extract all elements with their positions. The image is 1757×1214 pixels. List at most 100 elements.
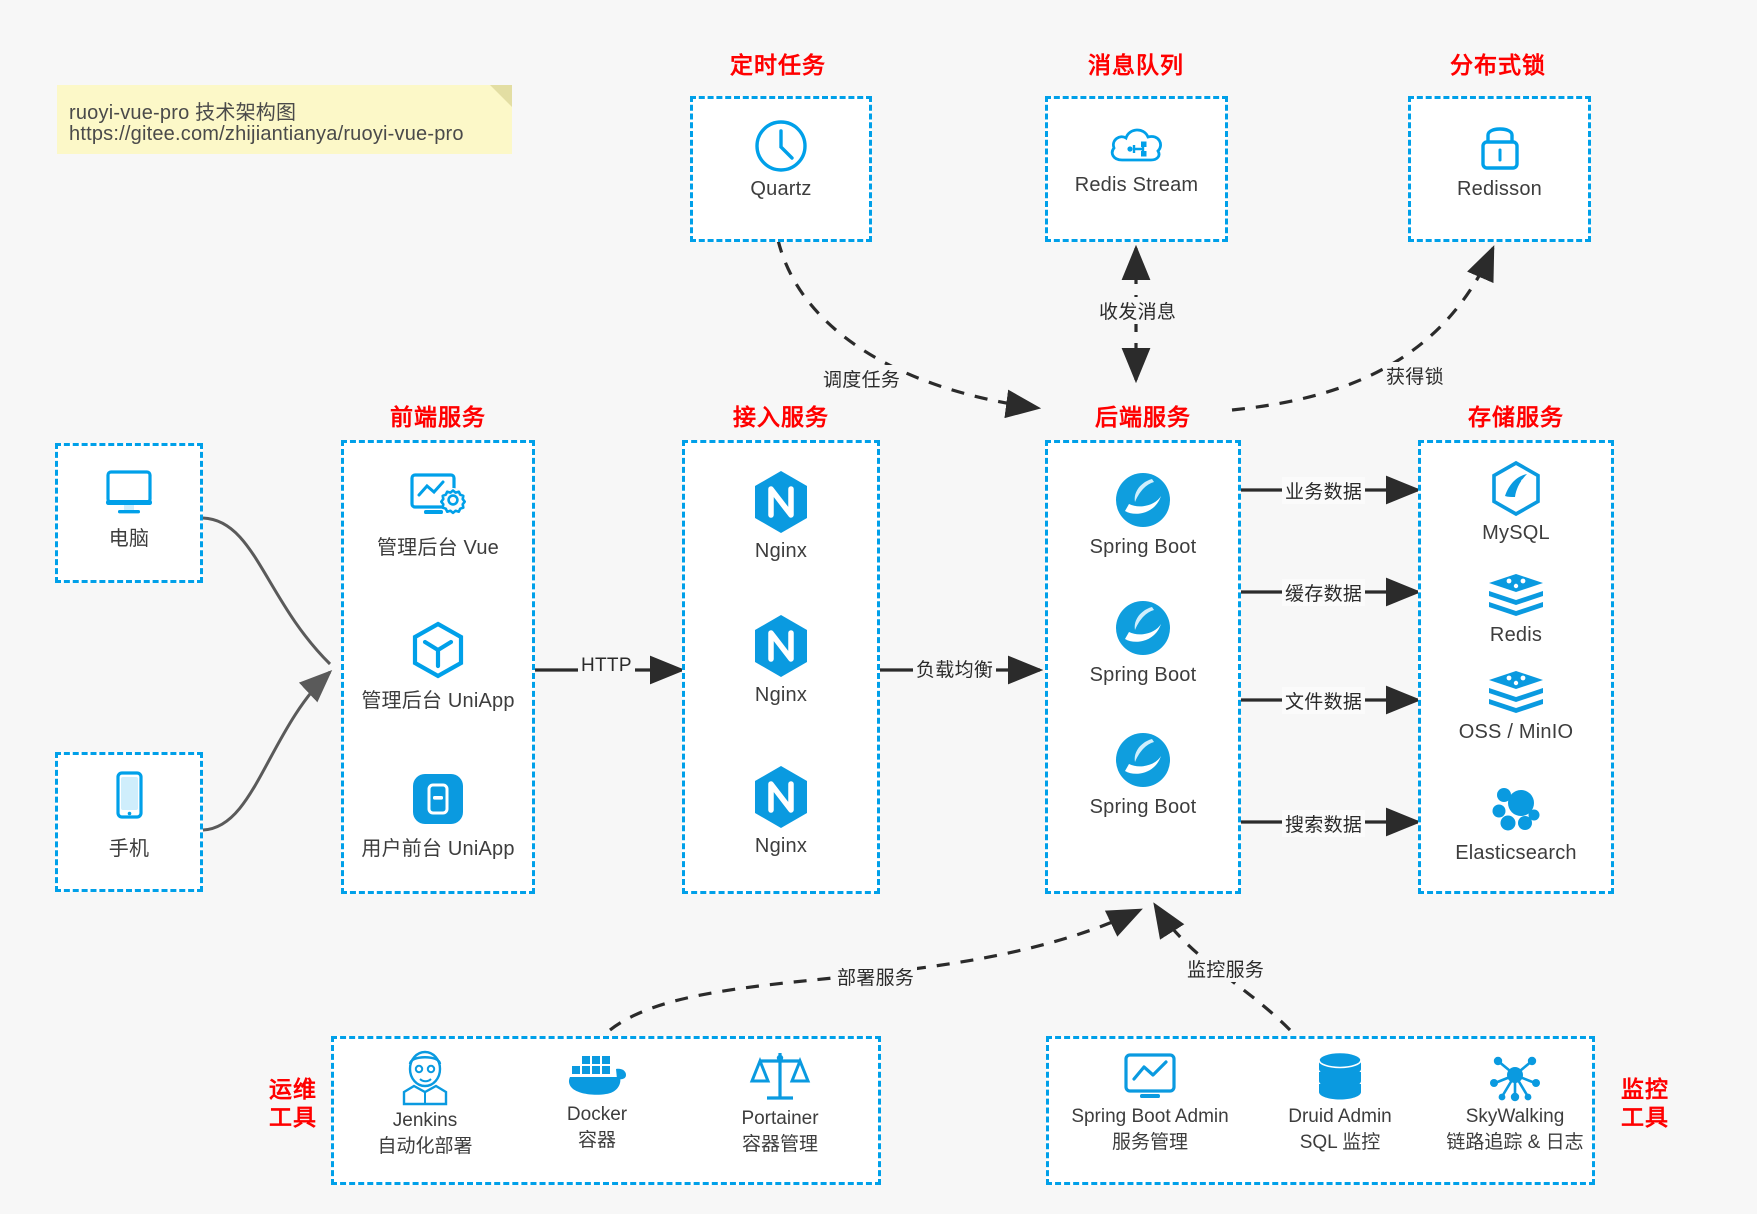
group-box-client-mobile (55, 752, 203, 892)
node-spring-boot-3[interactable]: Spring Boot (1045, 728, 1241, 819)
group-title-monitoring-line1: 监控 (1621, 1076, 1669, 1102)
node-label: Quartz (750, 178, 812, 200)
note-callout: ruoyi-vue-pro 技术架构图 https://gitee.com/zh… (57, 85, 512, 154)
edge-label-monitor-service: 监控服务 (1184, 955, 1268, 982)
node-redisson[interactable]: Redisson (1408, 118, 1591, 201)
node-redis-stream[interactable]: Redis Stream (1045, 120, 1228, 197)
node-docker[interactable]: Docker 容器 (512, 1050, 682, 1153)
node-spring-boot-2[interactable]: Spring Boot (1045, 596, 1241, 687)
group-title-devops-line2: 工具 (269, 1104, 317, 1131)
monitor-chart-icon (1124, 1053, 1176, 1098)
edge-label-business-data: 业务数据 (1282, 477, 1366, 504)
skywalking-icon (1490, 1056, 1540, 1102)
node-druid-admin[interactable]: Druid Admin SQL 监控 (1255, 1050, 1425, 1155)
node-spring-boot-1[interactable]: Spring Boot (1045, 468, 1241, 559)
node-label: Redis Stream (1074, 174, 1199, 196)
node-label: SkyWalking (1465, 1106, 1565, 1127)
node-admin-uniapp[interactable]: 管理后台 UniApp (341, 620, 535, 713)
node-oss-minio[interactable]: OSS / MinIO (1418, 667, 1614, 744)
spring-boot-icon (1116, 601, 1170, 655)
group-title-distributed-lock: 分布式锁 (1450, 52, 1546, 78)
edge-label-search-data: 搜索数据 (1282, 810, 1366, 837)
node-spring-boot-admin[interactable]: Spring Boot Admin 服务管理 (1055, 1050, 1245, 1155)
group-title-message-queue: 消息队列 (1088, 52, 1184, 78)
desktop-icon (106, 470, 152, 514)
edge-label-load-balance: 负载均衡 (913, 655, 997, 682)
edge-label-send-receive-message: 收发消息 (1096, 297, 1180, 324)
node-sublabel: 容器管理 (741, 1133, 818, 1155)
note-fold-corner (490, 85, 512, 107)
mysql-icon (1492, 460, 1540, 517)
group-title-gateway: 接入服务 (733, 404, 829, 430)
node-label: Spring Boot (1089, 796, 1197, 818)
node-label: 手机 (108, 838, 150, 860)
portainer-icon (749, 1053, 811, 1100)
group-title-monitoring: 监控 工具 (1610, 1075, 1680, 1131)
note-line-1: ruoyi-vue-pro 技术架构图 (69, 102, 297, 124)
node-label: Nginx (754, 540, 808, 562)
node-label: 管理后台 Vue (376, 537, 499, 559)
node-desktop[interactable]: 电脑 (55, 466, 203, 551)
node-nginx-2[interactable]: Nginx (682, 612, 880, 707)
node-label: Portainer (741, 1108, 819, 1129)
group-title-devops-line1: 运维 (269, 1076, 317, 1102)
node-sublabel: SQL 监控 (1299, 1131, 1381, 1153)
docker-icon (568, 1056, 626, 1095)
node-sublabel: 容器 (577, 1129, 616, 1151)
app-window-icon (413, 774, 463, 824)
database-icon (1318, 1051, 1362, 1100)
node-label: 电脑 (108, 528, 150, 550)
node-sublabel: 服务管理 (1111, 1131, 1188, 1153)
node-redis[interactable]: Redis (1418, 570, 1614, 647)
node-admin-vue[interactable]: 管理后台 Vue (341, 469, 535, 560)
node-mobile[interactable]: 手机 (55, 770, 203, 861)
node-user-uniapp[interactable]: 用户前台 UniApp (341, 770, 535, 861)
edge-label-file-data: 文件数据 (1282, 687, 1366, 714)
group-title-storage: 存储服务 (1468, 404, 1564, 430)
elasticsearch-icon (1492, 788, 1540, 831)
node-label: Spring Boot Admin (1071, 1106, 1229, 1127)
group-title-scheduled-task: 定时任务 (730, 52, 826, 78)
node-skywalking[interactable]: SkyWalking 链路追踪 & 日志 (1420, 1050, 1610, 1155)
node-label: Nginx (754, 835, 808, 857)
node-nginx-3[interactable]: Nginx (682, 763, 880, 858)
node-label: Jenkins (392, 1110, 458, 1131)
node-label: Docker (566, 1104, 628, 1125)
spring-boot-icon (1116, 733, 1170, 787)
redis-icon (1489, 574, 1543, 616)
node-jenkins[interactable]: Jenkins 自动化部署 (340, 1050, 510, 1159)
node-sublabel: 自动化部署 (377, 1135, 473, 1157)
node-label: 管理后台 UniApp (361, 690, 515, 712)
edge-label-acquire-lock: 获得锁 (1383, 362, 1447, 389)
node-sublabel: 链路追踪 & 日志 (1446, 1131, 1584, 1153)
node-label: Druid Admin (1288, 1106, 1392, 1127)
group-box-message-queue (1045, 96, 1228, 242)
nginx-icon (755, 766, 807, 828)
node-label: Redisson (1457, 178, 1542, 200)
node-label: MySQL (1482, 522, 1550, 544)
group-title-frontend: 前端服务 (390, 404, 486, 430)
dashboard-gear-icon (410, 473, 466, 515)
node-mysql[interactable]: MySQL (1418, 460, 1614, 545)
nginx-icon (755, 615, 807, 677)
node-nginx-1[interactable]: Nginx (682, 468, 880, 563)
edge-label-deploy-service: 部署服务 (834, 963, 918, 990)
mobile-icon (116, 771, 143, 819)
clock-icon (755, 120, 807, 172)
cube-icon (412, 621, 464, 679)
lock-icon (1480, 127, 1519, 170)
node-quartz[interactable]: Quartz (690, 118, 872, 201)
note-line-2: https://gitee.com/zhijiantianya/ruoyi-vu… (69, 123, 464, 145)
oss-minio-icon (1489, 671, 1543, 713)
edge-label-http: HTTP (578, 655, 635, 677)
node-portainer[interactable]: Portainer 容器管理 (695, 1048, 865, 1157)
group-box-distributed-lock (1408, 96, 1591, 242)
node-label: Redis (1489, 624, 1543, 646)
jenkins-icon (402, 1050, 448, 1106)
group-title-backend: 后端服务 (1095, 404, 1191, 430)
spring-boot-icon (1116, 473, 1170, 527)
edge-label-schedule-task: 调度任务 (820, 365, 904, 392)
node-elasticsearch[interactable]: Elasticsearch (1418, 782, 1614, 865)
group-title-devops: 运维 工具 (258, 1075, 328, 1131)
